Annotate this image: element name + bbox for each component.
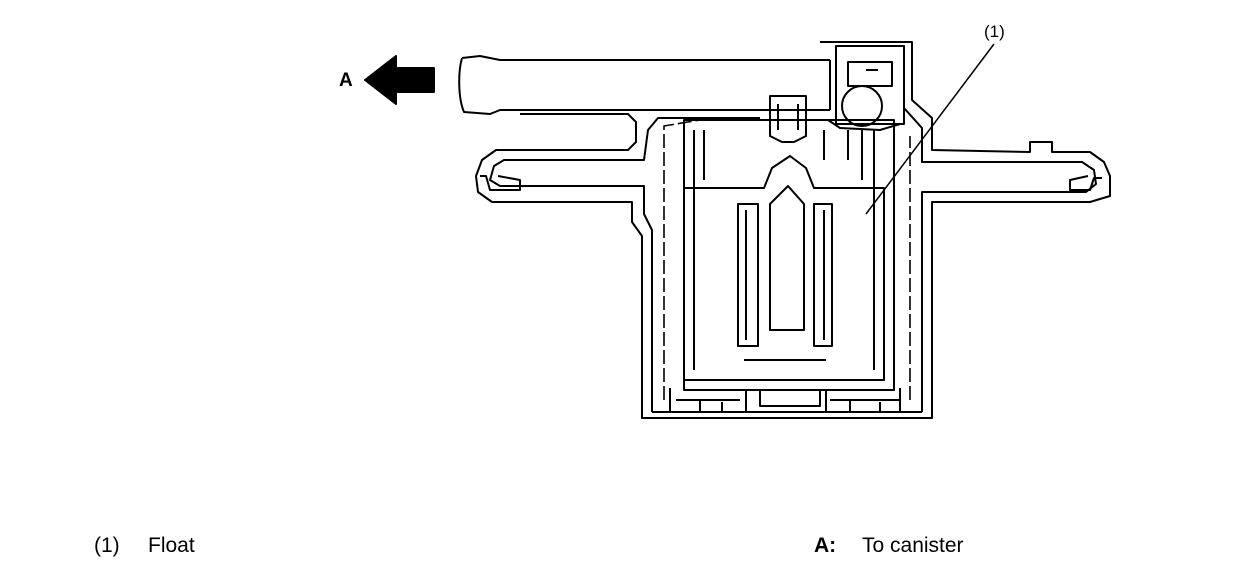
valve-seat xyxy=(769,95,807,143)
outlet-pipe xyxy=(458,55,831,115)
float-callout-label: (1) xyxy=(984,22,1005,41)
legend-item-float: (1) Float xyxy=(94,534,195,558)
ball-cage xyxy=(835,45,905,125)
legend-item-canister: A: To canister xyxy=(814,534,964,558)
valve-housing xyxy=(475,41,1111,419)
float-cup xyxy=(683,155,885,381)
left-port-fitting xyxy=(480,175,521,191)
float-leader-line xyxy=(865,43,995,215)
arrow-label-a: A xyxy=(339,70,353,91)
legend-key: (1) xyxy=(94,534,120,557)
legend-text: Float xyxy=(148,534,195,557)
right-port-fitting xyxy=(1069,175,1102,191)
check-ball xyxy=(841,85,883,127)
float xyxy=(737,185,833,361)
legend-key: A: xyxy=(814,534,837,557)
housing-inner-wall xyxy=(489,117,760,412)
base-feet xyxy=(669,388,901,412)
outlet-arrow-icon xyxy=(364,55,435,105)
legend-text: To canister xyxy=(862,534,964,557)
inner-liner xyxy=(663,119,911,400)
